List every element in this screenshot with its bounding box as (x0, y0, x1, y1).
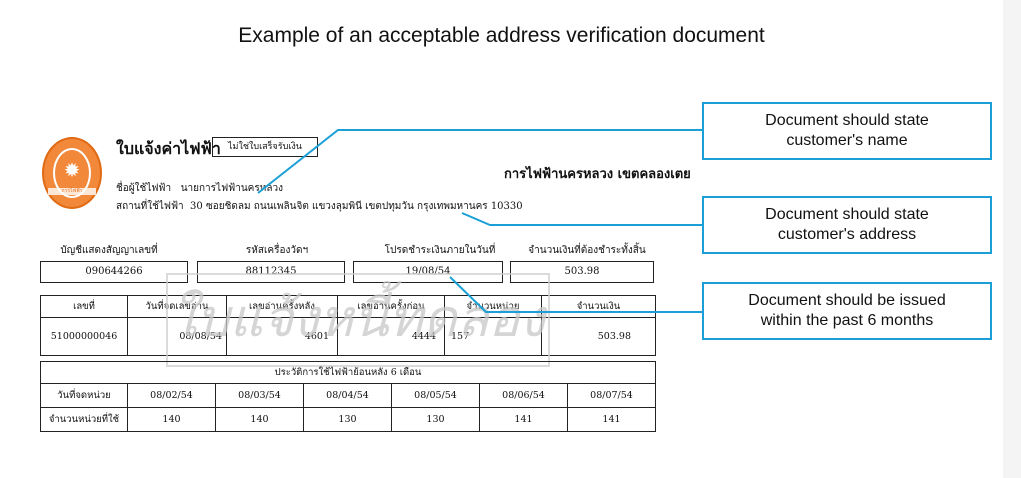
field-label-account: บัญชีแสดงสัญญาเลขที่ (60, 245, 158, 256)
callout-customer-address: Document should state customer's address (702, 196, 992, 254)
address-label: สถานที่ใช้ไฟฟ้า (116, 201, 184, 212)
table-row: จำนวนหน่วยที่ใช้ 140 140 130 130 141 141 (40, 407, 656, 432)
table-cell: 130 (391, 407, 480, 432)
field-value-meter: 88112345 (197, 261, 345, 283)
field-label-total: จำนวนเงินที่ต้องชำระทั้งสิ้น (528, 245, 646, 256)
table-cell: 141 (479, 407, 568, 432)
field-label-meter: รหัสเครื่องวัดฯ (245, 245, 309, 256)
table-cell: 08/06/54 (479, 383, 568, 408)
callout-line: Document should state (765, 112, 929, 129)
table-cell: 157 (444, 317, 542, 356)
page-gutter (1003, 0, 1021, 478)
callout-issue-date: Document should be issued within the pas… (702, 282, 992, 340)
table-cell: 08/03/54 (215, 383, 304, 408)
address-line: สถานที่ใช้ไฟฟ้า 30 ซอยชิดลม ถนนเพลินจิต … (116, 199, 523, 214)
table-cell: 4601 (226, 317, 338, 356)
bill-issuer: การไฟฟ้านครหลวง เขตคลองเตย (504, 167, 691, 182)
logo-label: การไฟฟ้า (48, 188, 96, 195)
customer-address: 30 ซอยชิดลม ถนนเพลินจิต แขวงลุมพินี เขตป… (190, 201, 523, 212)
connector-address (461, 212, 702, 226)
field-label-due-date: โปรดชำระเงินภายในวันที่ (384, 245, 496, 256)
connector-issue-date (449, 276, 702, 313)
page-title: Example of an acceptable address verific… (238, 24, 765, 47)
utility-bill: ✹ การไฟฟ้า ใบแจ้งค่าไฟฟ้า ไม่ใช่ใบเสร็จร… (36, 125, 696, 455)
field-value-total: 503.98 (510, 261, 654, 283)
customer-name: นายการไฟฟ้านครหลวง (180, 183, 283, 194)
table-cell: 140 (215, 407, 304, 432)
field-value-account: 090644266 (40, 261, 188, 283)
callout-line: customer's address (777, 226, 917, 243)
bill-title: ใบแจ้งค่าไฟฟ้า (116, 139, 221, 158)
table-row: 51000000046 08/08/54 4601 4444 157 503.9… (40, 317, 656, 356)
sample-watermark: ใบแจ้งหนี้ทดลอง (166, 273, 550, 367)
connector-name (257, 129, 702, 194)
callout-line: Document should be issued (748, 292, 946, 309)
table-cell: 140 (127, 407, 216, 432)
history-units-label: จำนวนหน่วยที่ใช้ (40, 407, 128, 432)
table-cell: 4444 (337, 317, 445, 356)
callout-line: Document should state (765, 206, 929, 223)
utility-logo-icon: ✹ การไฟฟ้า (42, 137, 102, 209)
table-cell: 503.98 (541, 317, 656, 356)
table-cell: 08/08/54 (127, 317, 227, 356)
table-cell: 130 (303, 407, 392, 432)
table-cell: 141 (567, 407, 656, 432)
callout-line: within the past 6 months (760, 312, 934, 329)
callout-customer-name: Document should state customer's name (702, 102, 992, 160)
meter-detail-table: เลขที่ วันที่จดเลขอ่าน เลขอ่านครั้งหลัง … (40, 295, 656, 356)
customer-line: ชื่อผู้ใช้ไฟฟ้า นายการไฟฟ้านครหลวง (116, 181, 283, 196)
usage-history-table: ประวัติการใช้ไฟฟ้าย้อนหลัง 6 เดือน วันที… (40, 361, 656, 432)
customer-label: ชื่อผู้ใช้ไฟฟ้า (116, 183, 172, 194)
field-value-due-date: 19/08/54 (353, 261, 503, 283)
table-cell: 08/07/54 (567, 383, 656, 408)
callout-line: customer's name (786, 132, 908, 149)
